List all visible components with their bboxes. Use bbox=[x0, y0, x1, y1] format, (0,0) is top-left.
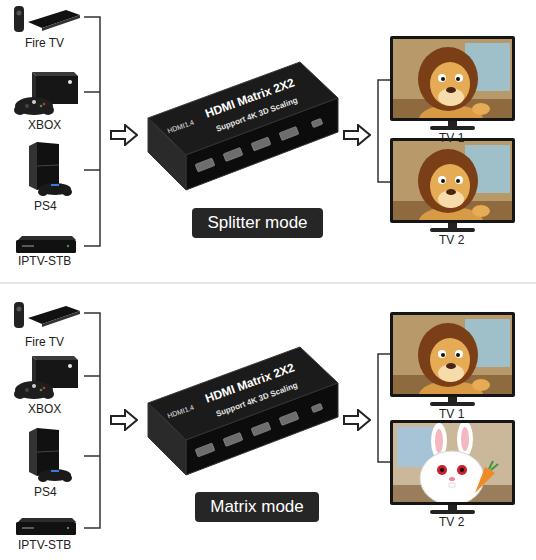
tv-label: TV 2 bbox=[439, 234, 464, 247]
device-label: XBOX bbox=[28, 119, 61, 132]
set-top-box-icon bbox=[16, 236, 76, 253]
device-label: IPTV-STB bbox=[18, 255, 71, 268]
tv-label: TV 1 bbox=[439, 408, 464, 421]
flow-arrow bbox=[111, 125, 137, 145]
device-label: Fire TV bbox=[25, 37, 64, 50]
set-top-box-icon bbox=[16, 518, 76, 535]
hdmi-matrix-box bbox=[148, 62, 338, 190]
tv-lion bbox=[390, 138, 515, 235]
device-label: IPTV-STB bbox=[18, 539, 71, 552]
output-bracket bbox=[378, 80, 390, 182]
fire-tv-icon bbox=[14, 302, 80, 328]
mode-label: Splitter mode bbox=[192, 208, 323, 238]
input-bracket bbox=[84, 17, 100, 246]
tv-lion bbox=[390, 312, 515, 409]
ps4-icon bbox=[29, 428, 72, 482]
mode-text: Splitter mode bbox=[207, 213, 307, 233]
xbox-icon bbox=[14, 72, 78, 115]
device-label: XBOX bbox=[28, 403, 61, 416]
flow-arrow bbox=[111, 410, 137, 430]
hdmi-matrix-box bbox=[148, 347, 338, 475]
mode-text: Matrix mode bbox=[210, 497, 304, 517]
device-label: PS4 bbox=[34, 486, 57, 499]
mode-label: Matrix mode bbox=[195, 492, 319, 522]
xbox-icon bbox=[14, 356, 78, 399]
panel-separator bbox=[0, 282, 536, 284]
device-label: PS4 bbox=[34, 200, 57, 213]
ps4-icon bbox=[29, 142, 72, 196]
tv-label: TV 1 bbox=[439, 132, 464, 145]
flow-arrow bbox=[344, 125, 370, 145]
tv-label: TV 2 bbox=[439, 516, 464, 529]
output-bracket bbox=[378, 354, 390, 462]
input-bracket bbox=[84, 313, 100, 528]
fire-tv-icon bbox=[14, 6, 80, 32]
device-label: Fire TV bbox=[25, 336, 64, 349]
flow-arrow bbox=[344, 410, 370, 430]
tv-rabbit bbox=[390, 420, 515, 514]
tv-lion bbox=[390, 36, 515, 133]
